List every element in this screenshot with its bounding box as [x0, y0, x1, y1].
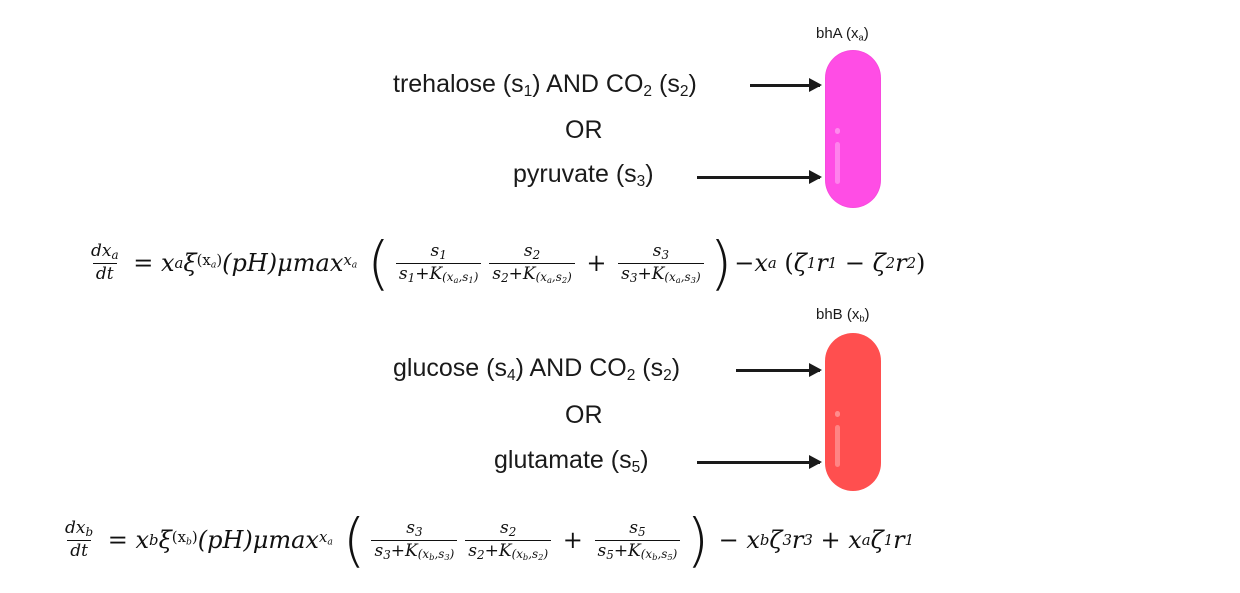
input-label-glucose-co2: glucose (s4) AND CO2 (s2): [393, 354, 681, 384]
arrow-input-2-bha: [697, 170, 822, 184]
bacterium-cell-bha: [825, 50, 881, 208]
arrow-input-2-bhb: [697, 455, 822, 469]
or-label: OR: [565, 116, 603, 144]
cell-label-bhb: bhB (xb): [816, 306, 870, 324]
arrow-input-1-bha: [750, 78, 822, 92]
cell-label-bha: bhA (xa): [816, 25, 869, 43]
or-label-bottom: OR: [565, 401, 603, 429]
bacterium-cell-bhb: [825, 333, 881, 491]
input-label-glutamate: glutamate (s5): [494, 446, 649, 476]
arrow-input-1-bhb: [736, 363, 822, 377]
input-label-pyruvate: pyruvate (s3): [513, 160, 654, 190]
input-label-trehalose-co2: trehalose (s1) AND CO2 (s2): [393, 70, 697, 100]
